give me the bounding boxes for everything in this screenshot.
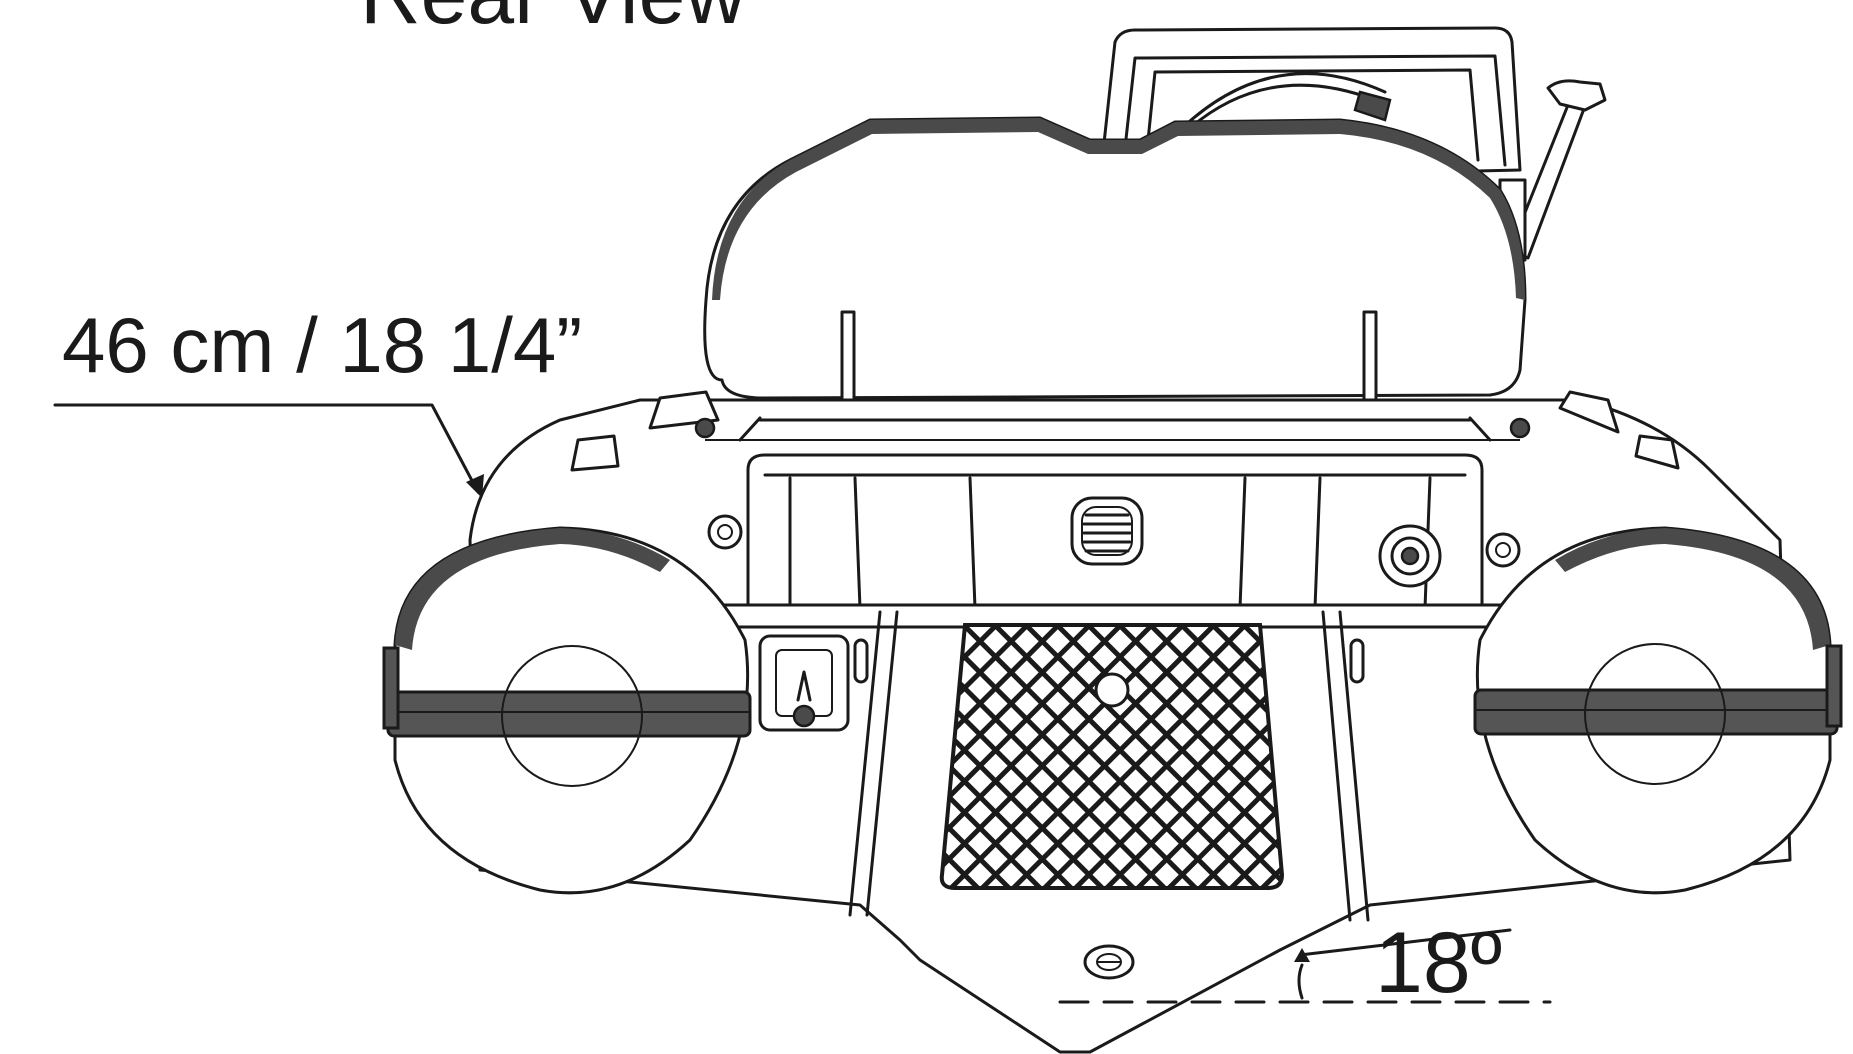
right-tube [1473,526,1843,895]
angle-marker [1058,928,1552,1004]
vent-grille-icon [1070,496,1144,566]
deadrise-angle-label: 18º [1375,915,1503,1011]
drain-plate-icon [758,634,1365,732]
air-valve-icon [1378,524,1442,588]
keel-lines [848,610,1370,922]
width-dimension-label: 46 cm / 18 1/4” [62,301,583,389]
left-tube [382,526,752,895]
cleat-icon [570,390,1680,472]
dimension-leader [53,403,484,498]
bolt-icon [707,514,1521,568]
seat-backrest [703,116,1527,400]
diagram-title: Rear View [360,0,746,36]
floor-grate [939,623,1285,890]
transom-drain-icon [1083,944,1135,980]
